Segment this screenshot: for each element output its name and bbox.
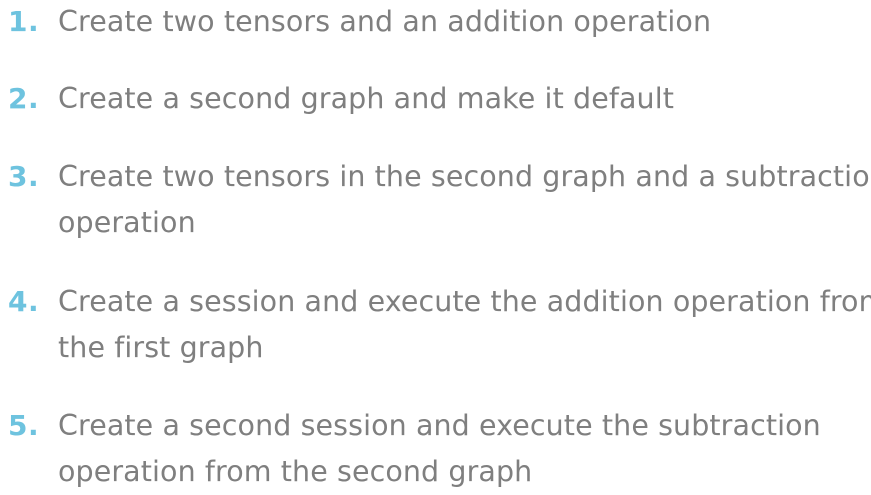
- step-text: Create a session and execute the additio…: [58, 279, 871, 371]
- list-item-step-1: 1. Create two tensors and an addition op…: [0, 0, 871, 45]
- step-text: Create a second graph and make it defaul…: [58, 76, 871, 122]
- step-text-line: Create two tensors in the second graph a…: [58, 160, 871, 193]
- step-text-line: operation from the second graph: [58, 455, 533, 488]
- step-number: 1.: [8, 5, 40, 38]
- step-number: 3.: [8, 160, 40, 193]
- step-number: 4.: [8, 285, 40, 318]
- list-item-step-5: 5. Create a second session and execute t…: [0, 403, 871, 495]
- step-text-line: operation: [58, 206, 196, 239]
- list-item-step-3: 3. Create two tensors in the second grap…: [0, 154, 871, 246]
- list-item-step-4: 4. Create a session and execute the addi…: [0, 279, 871, 371]
- step-number: 5.: [8, 409, 40, 442]
- step-text-line: Create a session and execute the additio…: [58, 285, 871, 318]
- step-number: 2.: [8, 82, 40, 115]
- step-text-line: the first graph: [58, 331, 264, 364]
- step-text-line: Create two tensors and an addition opera…: [58, 5, 712, 38]
- list-item-step-2: 2. Create a second graph and make it def…: [0, 76, 871, 122]
- step-text: Create two tensors in the second graph a…: [58, 154, 871, 246]
- step-text: Create a second session and execute the …: [58, 403, 871, 495]
- step-text-line: Create a second graph and make it defaul…: [58, 82, 674, 115]
- step-text-line: Create a second session and execute the …: [58, 409, 821, 442]
- step-text: Create two tensors and an addition opera…: [58, 0, 871, 45]
